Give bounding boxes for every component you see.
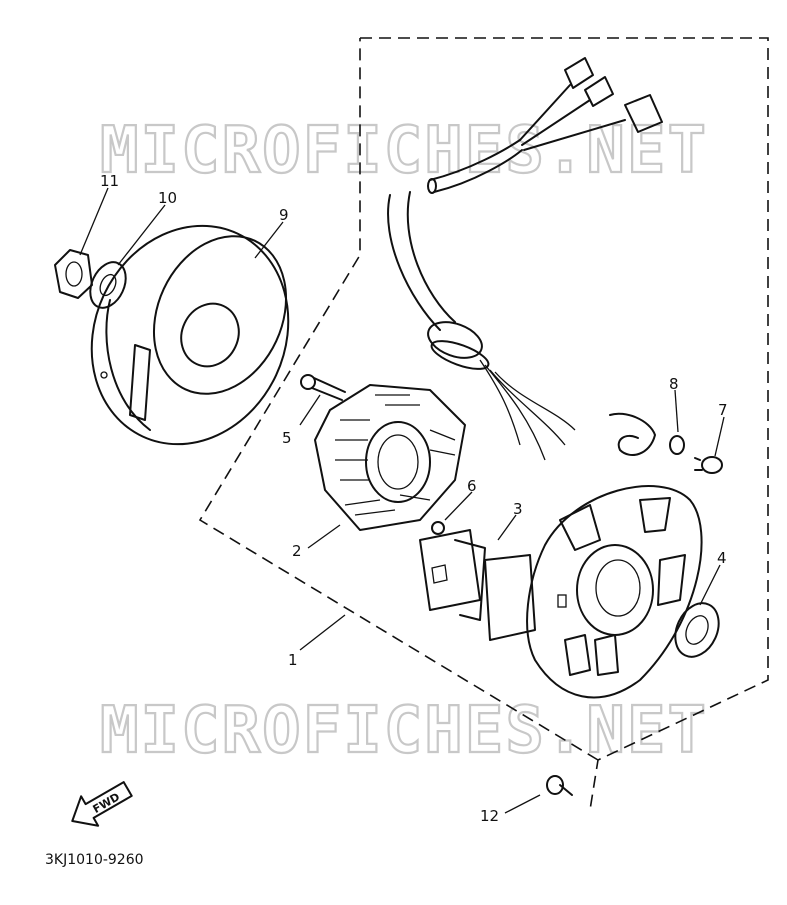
fwd-arrow-icon: FWD [71, 781, 133, 827]
stator-coil [314, 384, 466, 531]
leader-lines [79, 187, 725, 814]
screw-7 [694, 456, 723, 474]
fwd-label: FWD [91, 790, 122, 816]
callout-11: 11 [100, 172, 119, 190]
cable-clamp [609, 412, 685, 456]
watermark-bottom: MICROFICHES.NET [100, 694, 708, 768]
nut [54, 249, 93, 299]
callout-2: 2 [292, 542, 302, 560]
oil-seal [674, 602, 720, 658]
screw-6 [431, 521, 445, 535]
callout-8: 8 [669, 375, 679, 393]
pickup-coil [419, 529, 536, 641]
callout-5: 5 [282, 429, 292, 447]
watermark-top: MICROFICHES.NET [100, 114, 708, 188]
callout-10: 10 [158, 189, 177, 207]
washer [89, 261, 127, 309]
callout-9: 9 [279, 206, 289, 224]
callout-12: 12 [480, 807, 499, 825]
callout-6: 6 [467, 477, 477, 495]
callout-3: 3 [513, 500, 523, 518]
stator-plate [526, 485, 703, 699]
wire-harness [387, 57, 663, 461]
screw-12 [546, 775, 573, 796]
callout-7: 7 [718, 401, 728, 419]
diagram-code: 3KJ1010-9260 [45, 852, 144, 868]
callout-4: 4 [717, 549, 727, 567]
callout-1: 1 [288, 651, 298, 669]
screw-5 [300, 374, 346, 401]
assembly-boundary [198, 37, 769, 811]
